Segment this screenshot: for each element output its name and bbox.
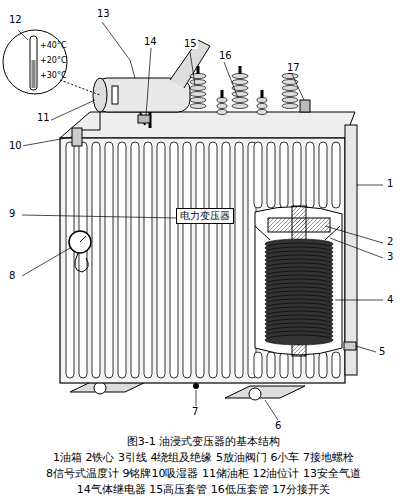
callout-number: 11 <box>36 112 51 123</box>
callout-number: 5 <box>378 346 386 357</box>
callout-number: 7 <box>191 406 199 417</box>
callout-number: 3 <box>386 251 394 262</box>
callout-number: 17 <box>286 62 301 73</box>
callout-number: 14 <box>143 36 158 47</box>
part-key: 1油箱 2铁心 3引线 4绕组及绝缘 5放油阀门 6小车 7接地螺栓 <box>53 452 354 464</box>
callout-number: 12 <box>8 14 23 25</box>
callout-number: 13 <box>96 8 111 19</box>
callout-number: 6 <box>274 420 282 431</box>
scale-mark: +20°C <box>40 57 66 66</box>
callout-number: 2 <box>386 236 394 247</box>
scale-mark: +40°C <box>40 42 66 51</box>
part-key: 8信号式温度计 9铭牌10吸湿器 11储油柜 12油位计 13安全气道 <box>46 468 361 480</box>
figure-caption: 图3-1 油浸式变压器的基本结构 <box>127 436 280 448</box>
callout-number: 15 <box>183 38 198 49</box>
nameplate-text: 电力变压器 <box>180 210 230 221</box>
callout-number: 8 <box>8 270 16 281</box>
scale-mark: +30°C <box>40 72 66 81</box>
nameplate: 电力变压器 <box>176 208 234 224</box>
callout-number: 9 <box>8 208 16 219</box>
callout-number: 10 <box>8 140 23 151</box>
callout-number: 4 <box>386 294 394 305</box>
callout-number: 16 <box>218 50 233 61</box>
callout-number: 1 <box>386 178 394 189</box>
part-key: 14气体继电器 15高压套管 16低压套管 17分接开关 <box>77 484 330 496</box>
